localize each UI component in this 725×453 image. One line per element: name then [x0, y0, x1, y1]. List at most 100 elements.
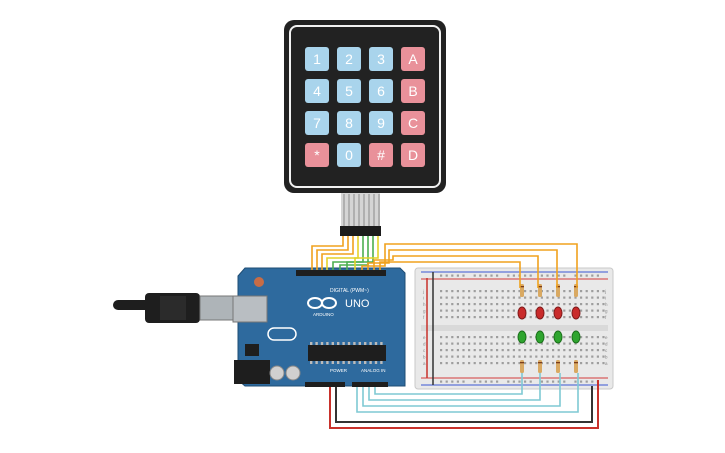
breadboard-hole — [445, 303, 448, 306]
resistor-bottom-3[interactable] — [556, 360, 560, 373]
arduino-brand: ARDUINO — [313, 312, 334, 317]
breadboard-hole — [512, 316, 515, 319]
breadboard-hole — [490, 290, 493, 293]
resistor-bottom-1[interactable] — [520, 360, 524, 373]
key-label: C — [408, 115, 418, 131]
rail-hole — [479, 380, 482, 383]
breadboard-hole — [591, 336, 594, 339]
breadboard-hole — [445, 349, 448, 352]
breadboard-hole — [507, 362, 510, 365]
breadboard-hole — [512, 342, 515, 345]
breadboard-hole — [546, 303, 549, 306]
breadboard-hole — [496, 316, 499, 319]
rail-hole — [456, 274, 459, 277]
breadboard-hole — [473, 309, 476, 312]
breadboard-hole — [512, 336, 515, 339]
rail-hole — [524, 380, 527, 383]
led-red-1[interactable] — [517, 306, 527, 320]
key-label: 3 — [377, 51, 385, 67]
breadboard-hole — [473, 355, 476, 358]
key-7[interactable] — [305, 111, 329, 135]
breadboard-hole — [512, 309, 515, 312]
key-5[interactable] — [337, 79, 361, 103]
key-a[interactable] — [401, 47, 425, 71]
breadboard-hole — [479, 355, 482, 358]
arduino-board[interactable]: DIGITAL (PWM~) UNO ARDUINO POWER ANALOG … — [232, 267, 406, 387]
rail-hole — [591, 274, 594, 277]
key-d[interactable] — [401, 143, 425, 167]
key-star[interactable] — [305, 143, 329, 167]
rail-hole — [462, 380, 465, 383]
breadboard-hole — [440, 355, 443, 358]
breadboard-hole — [490, 309, 493, 312]
key-c[interactable] — [401, 111, 425, 135]
led-red-2[interactable] — [535, 306, 545, 320]
breadboard-hole — [501, 309, 504, 312]
wire-keypad-6 — [339, 236, 369, 270]
breadboard-hole — [507, 342, 510, 345]
key-3[interactable] — [369, 47, 393, 71]
breadboard-hole — [462, 362, 465, 365]
key-9[interactable] — [369, 111, 393, 135]
key-2[interactable] — [337, 47, 361, 71]
key-4[interactable] — [305, 79, 329, 103]
rail-hole — [462, 274, 465, 277]
breadboard-hole — [563, 303, 566, 306]
led-green-1[interactable] — [517, 330, 527, 344]
breadboard-hole — [563, 336, 566, 339]
breadboard-hole — [445, 296, 448, 299]
breadboard-hole — [507, 355, 510, 358]
key-1[interactable] — [305, 47, 329, 71]
breadboard-hole — [552, 303, 555, 306]
breadboard-hole — [501, 362, 504, 365]
rail-hole — [507, 274, 510, 277]
resistor-bottom-4[interactable] — [574, 360, 578, 373]
led-red-4[interactable] — [571, 306, 581, 320]
breadboard-hole — [580, 303, 583, 306]
rail-hole — [490, 380, 493, 383]
breadboard-hole — [563, 290, 566, 293]
key-b[interactable] — [401, 79, 425, 103]
breadboard-hole — [524, 342, 527, 345]
key-0[interactable] — [337, 143, 361, 167]
breadboard-hole — [602, 309, 605, 312]
wire-keypad-8 — [354, 236, 379, 270]
chip-pin — [374, 361, 378, 364]
key-label: 0 — [345, 147, 353, 163]
chip-pin — [331, 342, 334, 345]
resistor-bottom-2[interactable] — [538, 360, 542, 373]
rail-hole — [529, 274, 532, 277]
breadboard-hole — [596, 303, 599, 306]
resistors — [520, 284, 578, 373]
breadboard-hole — [580, 342, 583, 345]
row-letter-right: j — [604, 289, 606, 294]
key-label: # — [377, 147, 385, 163]
breadboard-hole — [602, 303, 605, 306]
led-green-4[interactable] — [571, 330, 581, 344]
breadboard-hole — [440, 316, 443, 319]
keypad-connector — [340, 226, 381, 236]
breadboard-hole — [602, 362, 605, 365]
resistor-band — [520, 286, 524, 288]
breadboard-hole — [591, 355, 594, 358]
breadboard-hole — [540, 296, 543, 299]
rail-hole — [473, 380, 476, 383]
key-hash[interactable] — [369, 143, 393, 167]
breadboard-hole — [585, 336, 588, 339]
breadboard-hole — [456, 336, 459, 339]
breadboard-hole — [440, 290, 443, 293]
key-6[interactable] — [369, 79, 393, 103]
breadboard-hole — [524, 290, 527, 293]
led-green-2[interactable] — [535, 330, 545, 344]
breadboard-hole — [490, 349, 493, 352]
reset-button[interactable] — [254, 277, 264, 287]
led-green-3[interactable] — [553, 330, 563, 344]
usb-cable[interactable] — [113, 293, 243, 323]
breadboard-hole — [479, 290, 482, 293]
key-8[interactable] — [337, 111, 361, 135]
led-red-3[interactable] — [553, 306, 563, 320]
breadboard-hole — [535, 362, 538, 365]
